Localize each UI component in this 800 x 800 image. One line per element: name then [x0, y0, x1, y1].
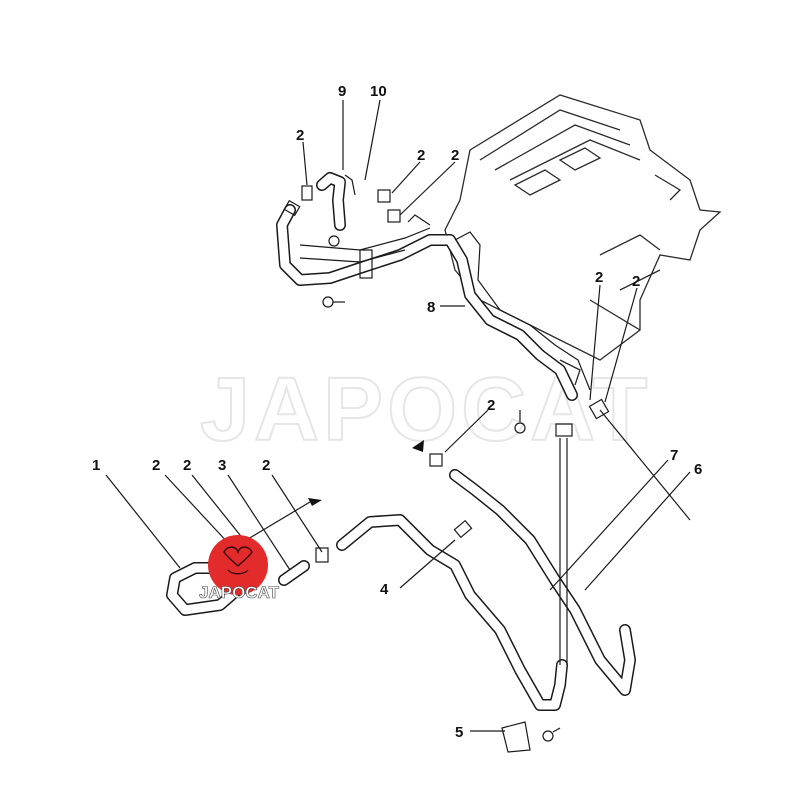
lower-hose-assembly: [336, 438, 636, 711]
callout-10: 10: [370, 83, 387, 100]
clamp-a: [301, 185, 313, 201]
callout-2-g: 2: [595, 269, 603, 286]
callout-2-d: 2: [296, 127, 304, 144]
clamp-d: [555, 423, 573, 437]
callout-9: 9: [338, 83, 346, 100]
logo-emblem-icon: [223, 546, 253, 567]
callout-labels: 1 2 2 3 2 9 10 2 2 2 8 2 2 2 7 6 4 5: [92, 83, 702, 741]
leader-lines: [105, 99, 691, 732]
callout-8: 8: [427, 299, 435, 316]
callout-3: 3: [218, 457, 226, 474]
callout-1: 1: [92, 457, 100, 474]
callout-6: 6: [694, 461, 702, 478]
clamp-f: [429, 453, 443, 467]
bolt-center: [514, 410, 526, 434]
bolt-upper: [322, 296, 345, 308]
clamp-c: [387, 209, 401, 223]
clamp-b: [377, 189, 391, 203]
callout-2-b: 2: [183, 457, 191, 474]
callout-2-h: 2: [632, 273, 640, 290]
clamp-g: [315, 547, 329, 563]
bracket-part-5: [501, 721, 561, 753]
arrow-left-icon: [412, 440, 424, 452]
callout-2-i: 2: [487, 397, 495, 414]
japocat-logo: JAPOCAT: [199, 535, 280, 602]
watermark-text: JAPOCAT: [200, 360, 651, 460]
callout-2-c: 2: [262, 457, 270, 474]
arrow-right-icon: [308, 498, 322, 506]
pipe-part-3: [278, 560, 310, 586]
logo-circle: [208, 535, 268, 595]
clamps: [301, 185, 610, 563]
clamp-e: [588, 398, 610, 420]
callout-5: 5: [455, 724, 463, 741]
callout-2-a: 2: [152, 457, 160, 474]
callout-2-f: 2: [451, 147, 459, 164]
hose-part-1: [166, 562, 241, 616]
upper-pipe-assembly: [276, 172, 591, 401]
callout-7: 7: [670, 447, 678, 464]
callout-4: 4: [380, 581, 389, 598]
engine-block: [444, 94, 722, 386]
callout-2-e: 2: [417, 147, 425, 164]
logo-text: JAPOCAT: [199, 583, 280, 602]
